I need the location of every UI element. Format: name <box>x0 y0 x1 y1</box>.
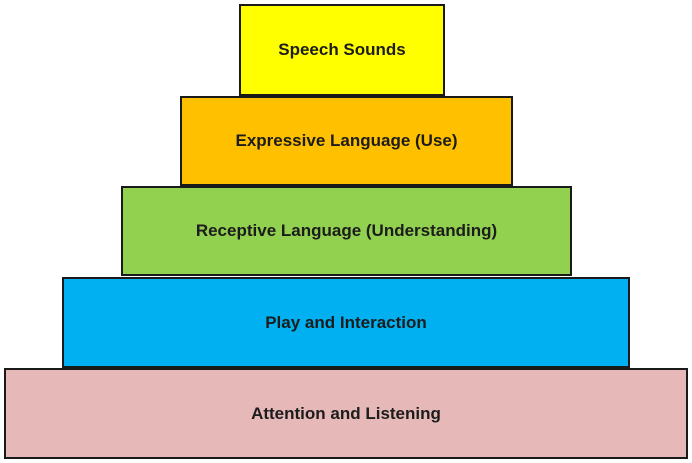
tier-speech-sounds: Speech Sounds <box>239 4 445 96</box>
tier-label: Play and Interaction <box>265 312 427 332</box>
tier-expressive-language: Expressive Language (Use) <box>180 96 513 186</box>
tier-label: Expressive Language (Use) <box>235 131 458 150</box>
tier-play-and-interaction: Play and Interaction <box>62 277 630 368</box>
tier-label: Receptive Language (Understanding) <box>195 221 498 240</box>
tier-receptive-language: Receptive Language (Understanding) <box>121 186 572 276</box>
tier-label: Speech Sounds <box>278 40 406 59</box>
tier-attention-and-listening: Attention and Listening <box>4 368 688 459</box>
tier-label: Attention and Listening <box>251 403 441 423</box>
